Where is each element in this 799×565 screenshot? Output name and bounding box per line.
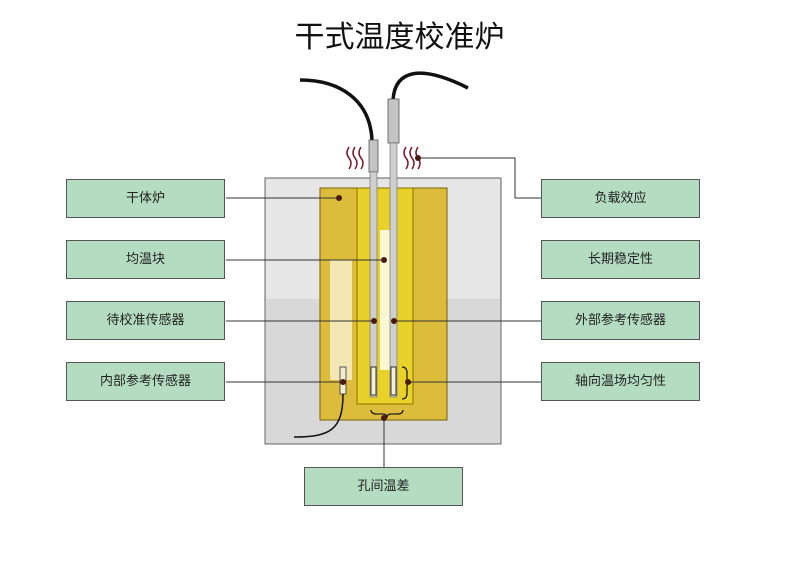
probe-right-stem xyxy=(389,142,398,398)
label-hole-difference: 孔间温差 xyxy=(304,467,463,506)
label-internal-ref: 内部参考传感器 xyxy=(66,362,225,401)
leader-lines xyxy=(226,157,541,467)
label-external-ref: 外部参考传感器 xyxy=(541,301,700,340)
probe-left-element xyxy=(370,366,377,396)
probe-left-stem xyxy=(369,171,378,398)
cable-right xyxy=(391,71,469,101)
label-axial-uniformity: 轴向温场均匀性 xyxy=(541,362,700,401)
furnace-well-highlight xyxy=(330,260,352,380)
label-dry-furnace: 干体炉 xyxy=(66,179,225,218)
probe-right-handle xyxy=(387,98,400,144)
label-uut-sensor: 待校准传感器 xyxy=(66,301,225,340)
cable-left xyxy=(299,78,374,141)
axial-brace xyxy=(401,366,412,400)
pointer-dots xyxy=(336,155,421,421)
heat-wave-icon xyxy=(346,146,421,170)
label-equalizing-block: 均温块 xyxy=(66,240,225,279)
diagram-title: 干式温度校准炉 xyxy=(294,20,505,55)
label-load-effect: 负载效应 xyxy=(541,179,700,218)
probe-left-handle xyxy=(368,139,379,173)
label-stability: 长期稳定性 xyxy=(541,240,700,279)
probe-right-element xyxy=(390,366,397,396)
internal-ref-wire xyxy=(293,393,344,438)
